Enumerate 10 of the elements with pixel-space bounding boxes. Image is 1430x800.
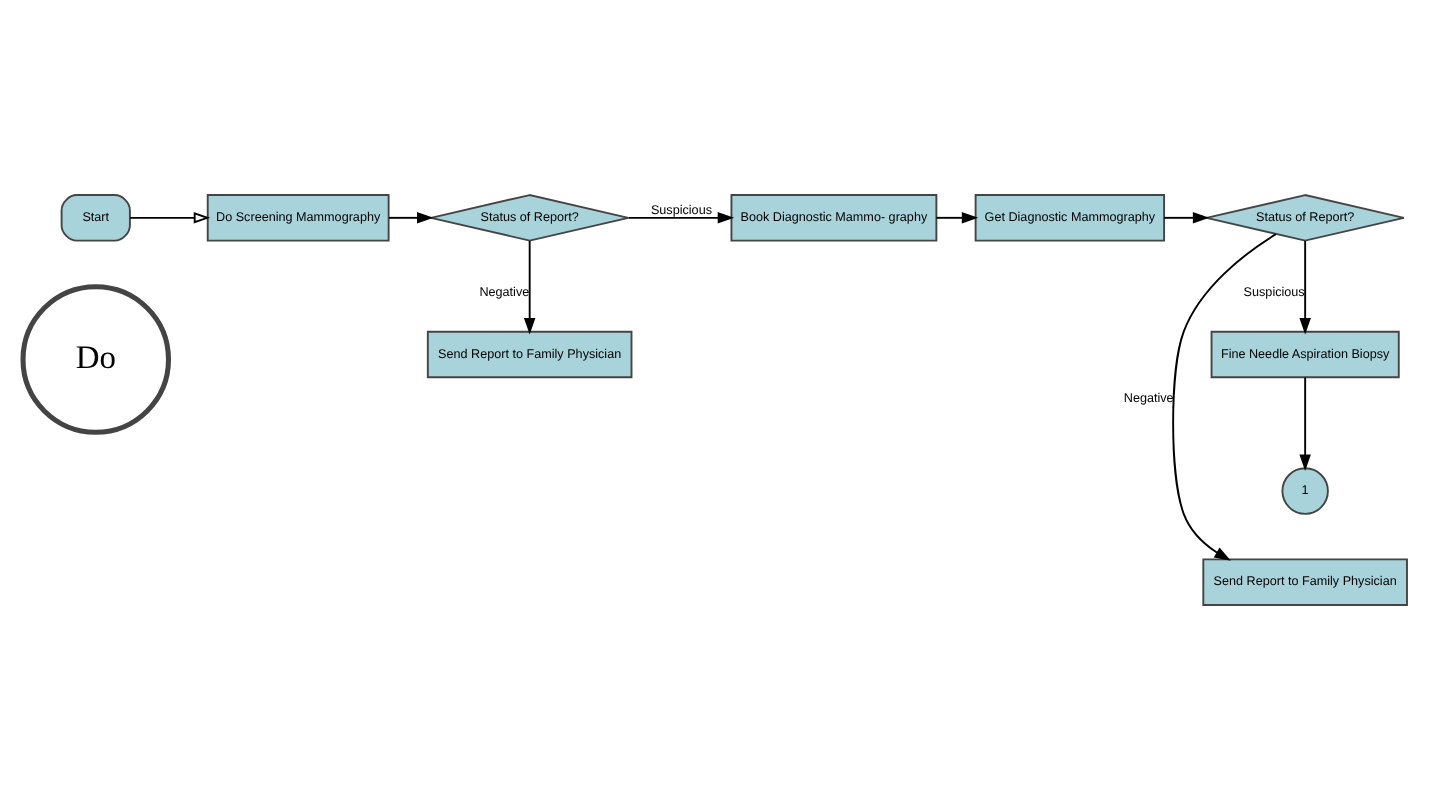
node-circle: Do	[20, 284, 171, 435]
arrow	[1299, 239, 1311, 335]
arrow	[523, 239, 536, 335]
arrow	[935, 212, 979, 224]
arrow	[129, 212, 211, 224]
arrow	[1163, 212, 1210, 224]
arrow	[1299, 376, 1311, 471]
arrow	[388, 212, 434, 224]
arrow	[627, 212, 735, 224]
arrow	[1172, 233, 1277, 561]
